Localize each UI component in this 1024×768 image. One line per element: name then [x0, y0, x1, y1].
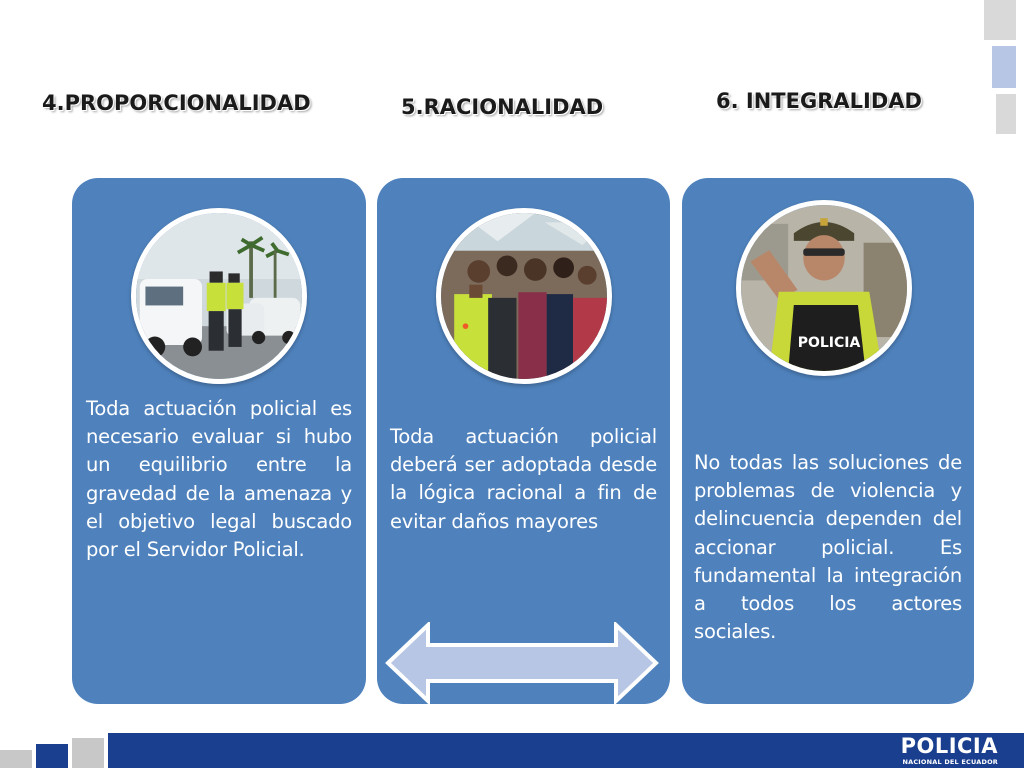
heading-integralidad: 6. INTEGRALIDAD — [716, 89, 922, 113]
footer-decoration — [72, 738, 104, 768]
logo-title: POLICIA — [900, 734, 998, 758]
footer-decoration — [36, 744, 68, 768]
footer-bar — [108, 733, 1024, 768]
footer-decoration — [0, 750, 32, 768]
card-text: No todas las soluciones de problemas de … — [694, 451, 962, 644]
corner-decoration — [996, 94, 1016, 134]
police-cars-photo — [131, 208, 307, 384]
card-integralidad: POLICIA No todas las soluciones de probl… — [682, 178, 974, 704]
logo-subtitle: NACIONAL DEL ECUADOR — [902, 758, 998, 766]
card-proporcionalidad: Toda actuación policial es necesario eva… — [72, 178, 366, 704]
card-racionalidad: Toda actuación policial deberá ser adopt… — [377, 178, 670, 704]
vest-label: POLICIA — [797, 335, 861, 351]
corner-decoration — [984, 0, 1016, 40]
card-text: Toda actuación policial deberá ser adopt… — [390, 425, 657, 533]
double-arrow-icon — [385, 622, 659, 704]
heading-racionalidad: 5.RACIONALIDAD — [401, 95, 604, 119]
corner-decoration — [992, 46, 1016, 88]
heading-proporcionalidad: 4.PROPORCIONALIDAD — [42, 91, 311, 115]
police-officer-photo: POLICIA — [736, 200, 912, 376]
crowd-photo — [436, 208, 612, 384]
card-text: Toda actuación policial es necesario eva… — [86, 397, 352, 562]
